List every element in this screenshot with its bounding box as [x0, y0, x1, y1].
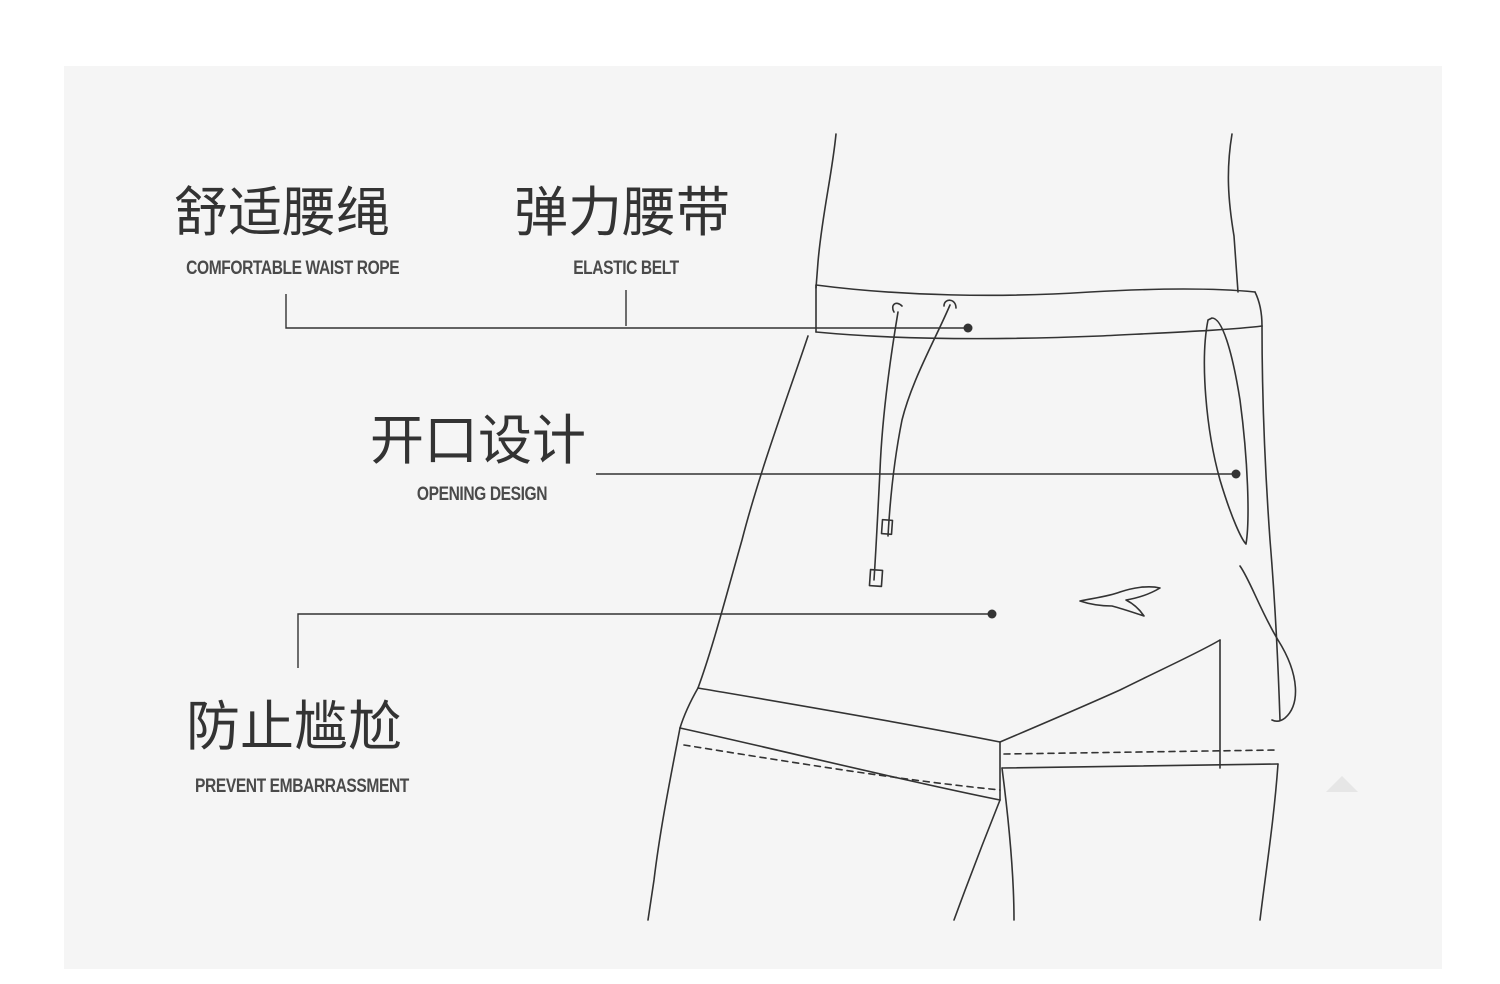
shorts-right-outline: [1261, 325, 1281, 721]
left-hem-bottom: [679, 727, 1001, 801]
feature-title-opening-design: 开口设计: [370, 409, 586, 472]
side-split-curve: [1239, 565, 1297, 723]
scroll-to-top-icon: [1326, 776, 1358, 792]
right-hem-bottom: [1001, 763, 1279, 769]
right-hem-stitch: [1003, 749, 1277, 755]
drawstring-left: [873, 311, 899, 581]
feature-subtitle-opening-design: OPENING DESIGN: [416, 484, 548, 505]
feature-subtitle-elastic-belt: ELASTIC BELT: [573, 258, 679, 279]
feature-title-waist-rope: 舒适腰绳: [174, 181, 390, 244]
brand-logo-icon: [1079, 585, 1161, 617]
diagram-panel: [64, 66, 1442, 969]
drawstring-tip-left: [868, 568, 884, 588]
feature-title-elastic-belt: 弹力腰带: [514, 181, 730, 244]
right-leg-outer: [1259, 763, 1279, 921]
left-hem-top: [697, 687, 1001, 743]
left-hem-stitch: [683, 744, 1001, 791]
left-hem-side: [679, 687, 699, 729]
drawstring-tip-right: [880, 518, 894, 536]
torso-left-outline: [815, 133, 837, 289]
waistband-bottom: [815, 325, 1263, 340]
waistband-right-side: [1254, 291, 1263, 327]
callout-dot-waist: [963, 323, 973, 333]
feature-title-prevent-embarrassment: 防止尴尬: [186, 695, 402, 758]
shorts-left-outline: [697, 335, 809, 689]
pocket-opening: [1203, 317, 1249, 545]
left-leg-outer: [647, 727, 681, 921]
right-hem-top: [999, 639, 1221, 743]
feature-subtitle-prevent-embarrassment: PREVENT EMBARRASSMENT: [195, 776, 409, 797]
waistband-top: [815, 284, 1256, 297]
feature-subtitle-waist-rope: COMFORTABLE WAIST ROPE: [186, 258, 400, 279]
callout-dot-embarrassment: [987, 609, 997, 619]
drawstring-loop: [891, 299, 957, 313]
right-leg-inner: [1001, 767, 1015, 921]
torso-right-outline: [1227, 133, 1239, 293]
left-leg-inner: [953, 799, 1001, 921]
callout-dot-opening: [1231, 469, 1241, 479]
drawstring-right: [887, 304, 951, 537]
callout-line-embarrassment: [297, 613, 992, 668]
callout-line-waist: [285, 294, 968, 329]
